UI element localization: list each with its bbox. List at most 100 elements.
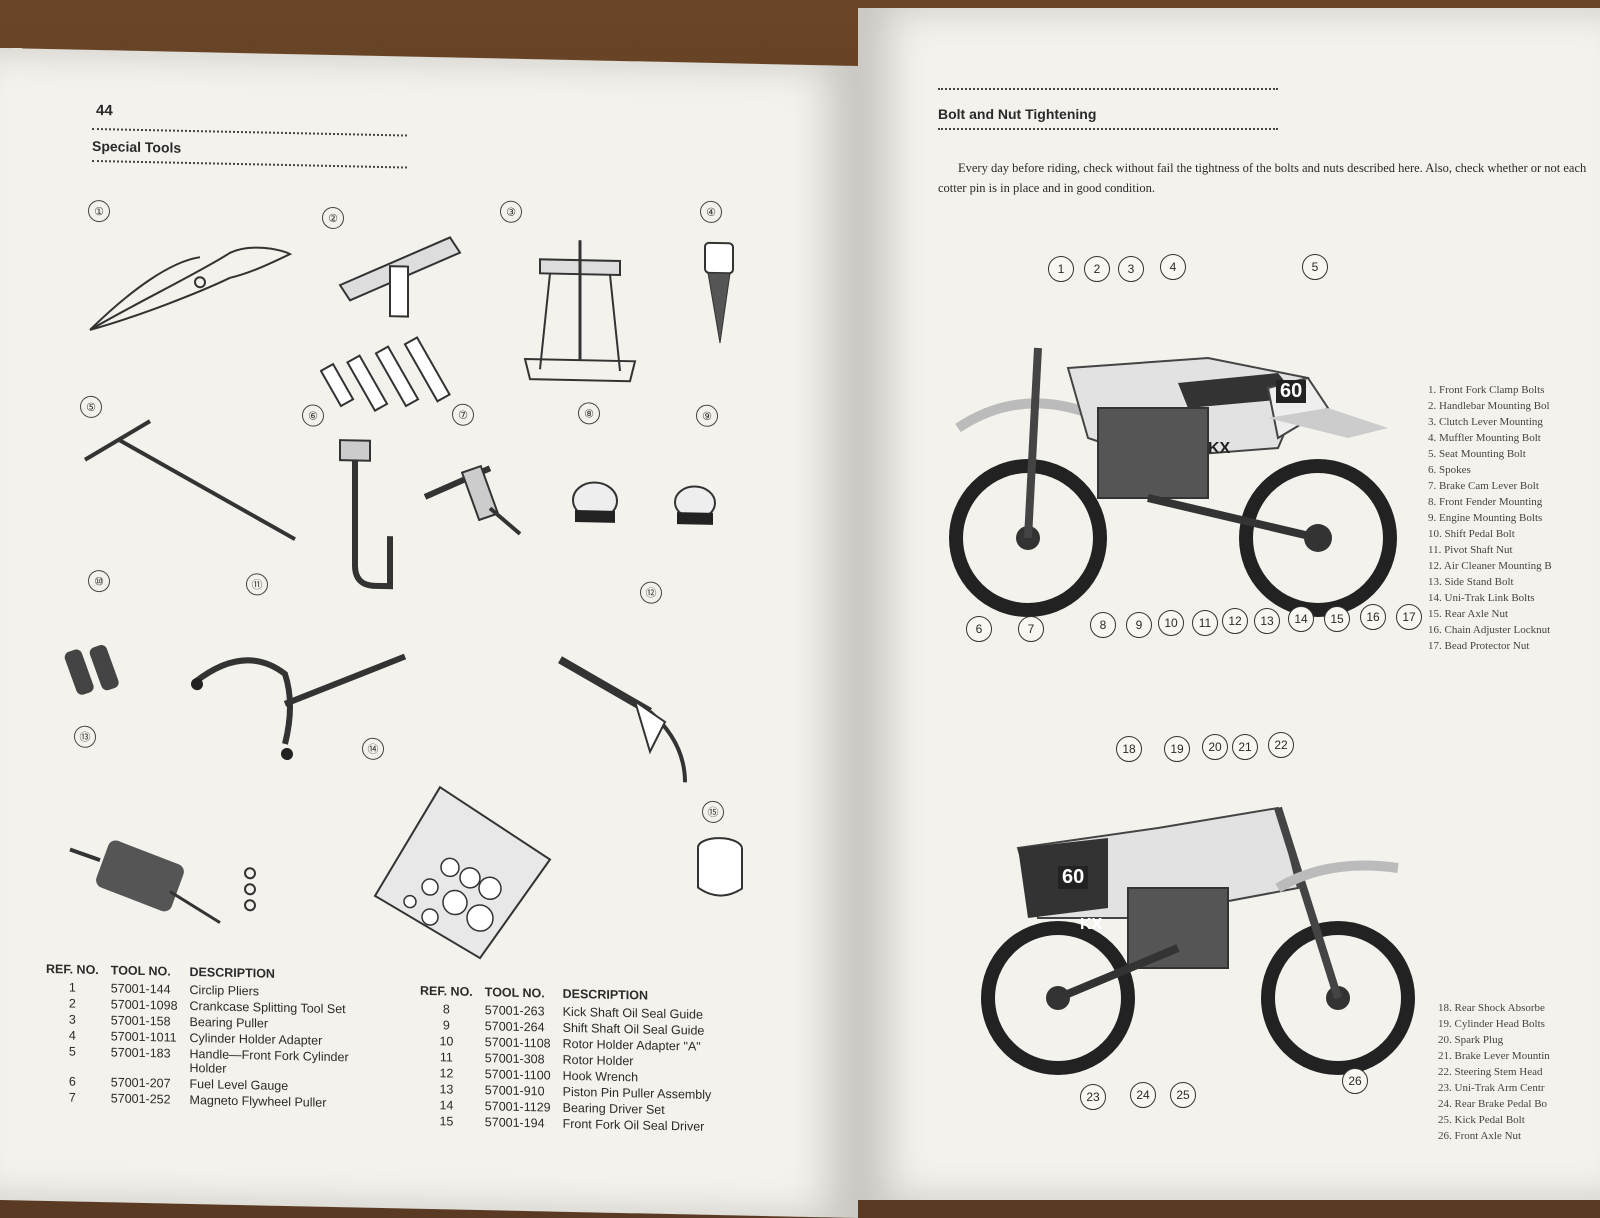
bike-model-bottom: KX bbox=[1080, 916, 1103, 933]
dotted-rule bbox=[92, 159, 407, 169]
left-page: 44 Special Tools ① ② ③ ④ ⑤ ⑥ ⑦ ⑧ ⑨ ⑩ ⑪ ⑫… bbox=[0, 48, 858, 1218]
callout-1: 1 bbox=[1048, 256, 1074, 282]
legend-item: 24. Rear Brake Pedal Bo bbox=[1438, 1098, 1548, 1110]
page-number: 44 bbox=[96, 102, 113, 120]
magneto-flywheel-puller-drawing bbox=[423, 464, 522, 536]
tool-label-12: ⑫ bbox=[640, 581, 662, 604]
legend-item: 5. Seat Mounting Bolt bbox=[1428, 448, 1526, 460]
ref-no: 13 bbox=[439, 1082, 454, 1097]
legend-top: 1. Front Fork Clamp Bolts 2. Handlebar M… bbox=[1428, 382, 1552, 654]
callout-14: 14 bbox=[1288, 606, 1314, 632]
legend-item: 2. Handlebar Mounting Bol bbox=[1428, 400, 1550, 412]
tool-no: 57001-1011 bbox=[110, 1029, 177, 1045]
circlip-pliers-drawing bbox=[89, 246, 293, 331]
bike-badge-bottom: 60 bbox=[1058, 866, 1089, 889]
ref-no: 9 bbox=[442, 1018, 450, 1033]
callout-24: 24 bbox=[1130, 1082, 1156, 1108]
col-tool-no: TOOL NO. bbox=[484, 985, 545, 1001]
tool-no: 57001-158 bbox=[110, 1013, 171, 1029]
piston-pin-puller-drawing bbox=[69, 840, 256, 924]
front-fork-oil-seal-driver-drawing bbox=[697, 837, 743, 897]
rotor-holder-adapter-drawing bbox=[64, 645, 119, 695]
description: Magneto Flywheel Puller bbox=[189, 1092, 327, 1110]
legend-item: 25. Kick Pedal Bolt bbox=[1438, 1114, 1525, 1126]
legend-item: 4. Muffler Mounting Bolt bbox=[1428, 432, 1541, 444]
legend-item: 23. Uni-Trak Arm Centr bbox=[1438, 1082, 1545, 1094]
callout-10: 10 bbox=[1158, 610, 1184, 636]
tool-label-3: ③ bbox=[500, 200, 522, 223]
tool-label-10: ⑩ bbox=[88, 569, 110, 593]
tool-no: 57001-194 bbox=[484, 1115, 545, 1131]
legend-item: 14. Uni-Trak Link Bolts bbox=[1428, 592, 1535, 604]
description: Handle—Front Fork Cylinder Holder bbox=[189, 1046, 349, 1076]
tool-no: 57001-183 bbox=[110, 1045, 171, 1061]
cylinder-holder-adapter-drawing bbox=[704, 241, 734, 344]
motorcycle-left-side-photo bbox=[981, 806, 1415, 1075]
bike-model-top: KX bbox=[1208, 440, 1231, 457]
legend-item: 19. Cylinder Head Bolts bbox=[1438, 1018, 1545, 1030]
col-ref-no: REF. NO. bbox=[46, 961, 99, 978]
legend-item: 18. Rear Shock Absorbe bbox=[1438, 1002, 1545, 1014]
legend-item: 7. Brake Cam Lever Bolt bbox=[1428, 480, 1539, 492]
callout-26: 26 bbox=[1342, 1068, 1368, 1094]
dotted-rule bbox=[92, 127, 407, 137]
tool-label-11: ⑪ bbox=[246, 573, 268, 596]
section-title-bolt-nut: Bolt and Nut Tightening bbox=[938, 106, 1097, 122]
motorcycle-right-side-photo bbox=[949, 347, 1397, 617]
section-title-special-tools: Special Tools bbox=[92, 137, 182, 156]
col-tool-no: TOOL NO. bbox=[110, 963, 171, 979]
callout-9: 9 bbox=[1126, 612, 1152, 638]
callout-19: 19 bbox=[1164, 736, 1190, 762]
crankcase-splitting-tool-drawing bbox=[320, 236, 462, 412]
callout-18: 18 bbox=[1116, 736, 1142, 762]
ref-no: 15 bbox=[439, 1114, 454, 1129]
callout-12: 12 bbox=[1222, 608, 1248, 634]
legend-item: 13. Side Stand Bolt bbox=[1428, 576, 1514, 588]
fuel-level-gauge-drawing bbox=[339, 439, 393, 590]
ref-no: 6 bbox=[68, 1074, 76, 1089]
tool-no: 57001-1100 bbox=[484, 1067, 551, 1083]
callout-7: 7 bbox=[1018, 616, 1044, 642]
bike-badge-top: 60 bbox=[1276, 380, 1307, 403]
ref-no: 10 bbox=[439, 1034, 454, 1049]
tool-table-b: REF. NO. TOOL NO. DESCRIPTION 8 57001-26… bbox=[420, 983, 723, 1135]
tool-label-15: ⑮ bbox=[702, 800, 724, 824]
callout-8: 8 bbox=[1090, 612, 1116, 638]
oil-seal-guides-drawing bbox=[572, 481, 716, 525]
legend-item: 17. Bead Protector Nut bbox=[1428, 640, 1530, 652]
tool-no: 57001-1098 bbox=[110, 997, 178, 1013]
ref-no: 2 bbox=[68, 996, 76, 1011]
intro-paragraph: Every day before riding, check without f… bbox=[938, 161, 1587, 195]
tool-table-a: REF. NO. TOOL NO. DESCRIPTION 1 57001-14… bbox=[46, 961, 372, 1112]
tool-label-9: ⑨ bbox=[696, 404, 718, 428]
bearing-driver-set-drawing bbox=[373, 785, 552, 960]
tool-label-8: ⑧ bbox=[578, 402, 600, 425]
ref-no: 14 bbox=[439, 1098, 454, 1113]
legend-item: 26. Front Axle Nut bbox=[1438, 1130, 1522, 1142]
tool-label-13: ⑬ bbox=[74, 725, 96, 749]
bearing-puller-drawing bbox=[523, 240, 637, 383]
ref-no: 1 bbox=[68, 980, 76, 995]
rotor-holder-drawing bbox=[191, 653, 407, 761]
dotted-rule bbox=[938, 128, 1278, 130]
ref-no: 5 bbox=[68, 1044, 76, 1059]
legend-item: 11. Pivot Shaft Nut bbox=[1428, 544, 1513, 556]
tool-no: 57001-1129 bbox=[484, 1099, 551, 1115]
callout-23: 23 bbox=[1080, 1084, 1106, 1110]
ref-no: 3 bbox=[68, 1012, 76, 1027]
callout-5: 5 bbox=[1302, 254, 1328, 280]
callout-21: 21 bbox=[1232, 734, 1258, 760]
legend-item: 20. Spark Plug bbox=[1438, 1034, 1504, 1046]
legend-item: 16. Chain Adjuster Locknut bbox=[1428, 624, 1551, 636]
callout-4: 4 bbox=[1160, 254, 1186, 280]
callout-11: 11 bbox=[1192, 610, 1218, 636]
handle-front-fork-drawing bbox=[83, 419, 296, 541]
legend-item: 1. Front Fork Clamp Bolts bbox=[1428, 384, 1545, 396]
tool-no: 57001-264 bbox=[484, 1019, 545, 1035]
ref-no: 12 bbox=[439, 1066, 454, 1081]
callout-13: 13 bbox=[1254, 608, 1280, 634]
callout-16: 16 bbox=[1360, 604, 1386, 630]
legend-item: 15. Rear Axle Nut bbox=[1428, 608, 1509, 620]
legend-item: 8. Front Fender Mounting bbox=[1428, 496, 1543, 508]
callout-20: 20 bbox=[1202, 734, 1228, 760]
